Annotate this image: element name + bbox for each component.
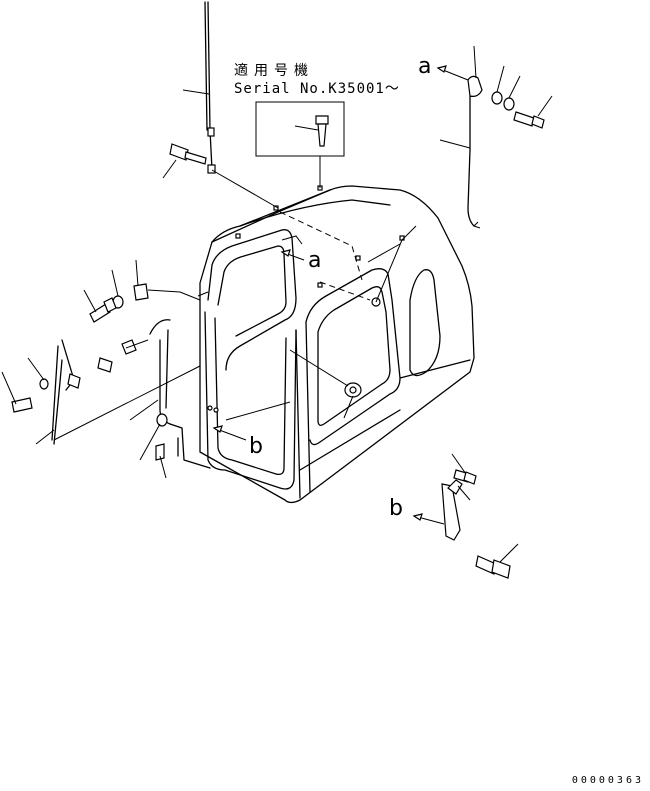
serial-bolt-box	[255, 101, 345, 188]
harness-upper-right	[436, 45, 553, 229]
leader-lines	[197, 225, 417, 419]
detail-b-bracket	[412, 453, 519, 579]
view-b-arrow	[207, 401, 291, 441]
operator-cab	[199, 185, 475, 504]
document-number: 00000363	[571, 775, 644, 786]
view-a-callout-letter: a	[418, 54, 432, 79]
view-b-target-letter: b	[249, 434, 263, 459]
view-b-callout-letter: b	[389, 496, 403, 521]
antenna-assembly	[182, 1, 279, 209]
serial-label-japanese: 適用号機	[234, 63, 314, 79]
view-a-target-letter: a	[308, 248, 322, 273]
left-fitting-parts	[1, 259, 211, 479]
serial-number-label: Serial No.K35001～	[234, 81, 400, 97]
view-a-arrow	[280, 235, 305, 261]
bolt-upper-left	[162, 143, 207, 179]
